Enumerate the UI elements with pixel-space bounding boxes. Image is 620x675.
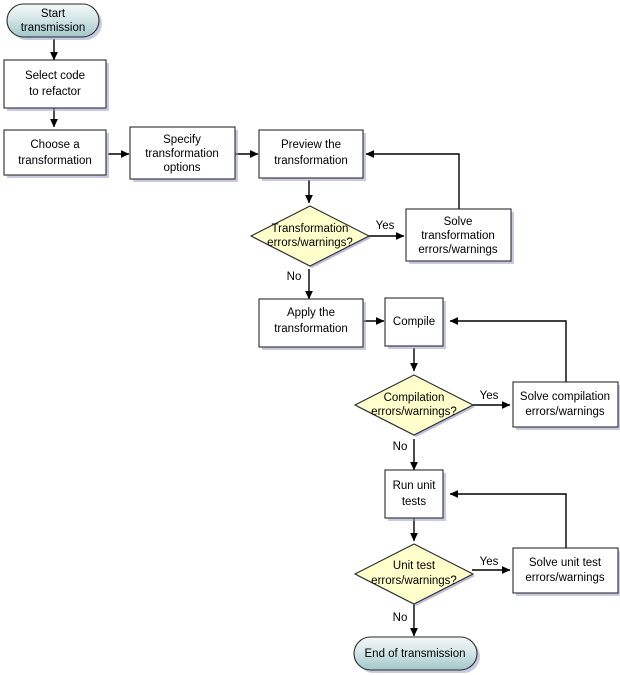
node-transformation-errors-decision[interactable]: Transformation errors/warnings? Yes No	[249, 205, 395, 283]
connector-layer	[50, 39, 567, 637]
specify-options-shape	[129, 126, 236, 180]
node-test-decision-line-0: Unit test	[393, 560, 436, 572]
node-preview-line-1: transformation	[274, 155, 348, 167]
node-solve-transform-line-2: errors/warnings	[418, 244, 497, 256]
node-specify-line-2: options	[163, 162, 200, 174]
select-code-shape	[3, 59, 107, 109]
node-preview[interactable]: Preview the transformation	[258, 129, 366, 181]
preview-shape	[258, 129, 364, 179]
edge-solve-tests-loop	[449, 490, 567, 548]
node-solve-transformation[interactable]: Solve transformation errors/warnings	[405, 208, 514, 264]
node-unit-test-errors-decision[interactable]: Unit test errors/warnings? Yes No	[353, 543, 499, 624]
edge-label-compile-yes: Yes	[480, 390, 499, 402]
node-start[interactable]: Start transmission	[6, 3, 102, 40]
edge-label-test-no: No	[393, 612, 408, 624]
node-specify-line-0: Specify	[163, 134, 201, 146]
edge-solve-transform-loop	[365, 150, 460, 209]
run-unit-tests-shape	[384, 469, 444, 519]
unit-test-errors-shape	[353, 543, 475, 605]
node-select-code-line-1: to refactor	[29, 86, 81, 98]
apply-transformation-shape	[258, 298, 364, 348]
node-solve-compile-line-1: errors/warnings	[525, 406, 604, 418]
node-compile[interactable]: Compile	[384, 297, 446, 349]
node-transform-decision-line-0: Transformation	[272, 223, 349, 235]
node-run-unit-tests[interactable]: Run unit tests	[384, 469, 446, 521]
node-transform-decision-line-1: errors/warnings?	[267, 237, 353, 249]
edge-solve-compile-loop	[449, 317, 567, 382]
node-preview-line-0: Preview the	[281, 139, 341, 151]
solve-unit-tests-shape	[512, 547, 619, 594]
node-choose-line-0: Choose a	[30, 139, 80, 151]
node-solve-tests-line-0: Solve unit test	[529, 557, 602, 569]
node-select-code[interactable]: Select code to refactor	[3, 59, 109, 111]
solve-compilation-shape	[512, 381, 619, 428]
node-choose-line-1: transformation	[18, 155, 92, 167]
edge-label-test-yes: Yes	[480, 556, 499, 568]
node-compile-decision-line-1: errors/warnings?	[371, 406, 457, 418]
edge-label-compile-no: No	[393, 441, 408, 453]
node-select-code-line-0: Select code	[25, 70, 85, 82]
node-apply-line-1: transformation	[274, 323, 348, 335]
node-choose-transformation[interactable]: Choose a transformation	[3, 129, 109, 178]
node-solve-tests-line-1: errors/warnings	[525, 572, 604, 584]
compile-shape	[384, 297, 444, 347]
solve-transformation-shape	[405, 208, 512, 262]
compilation-errors-shape	[353, 374, 475, 436]
node-compile-decision-line-0: Compilation	[384, 392, 445, 404]
node-apply-line-0: Apply the	[287, 307, 335, 319]
node-end-line-0: End of transmission	[365, 648, 466, 660]
node-apply-transformation[interactable]: Apply the transformation	[258, 298, 366, 350]
node-compile-line-0: Compile	[393, 316, 435, 328]
node-solve-compile-line-0: Solve compilation	[520, 391, 610, 403]
node-end[interactable]: End of transmission	[353, 636, 480, 673]
node-specify-line-1: transformation	[145, 148, 219, 160]
node-solve-transform-line-1: transformation	[421, 230, 495, 242]
transformation-errors-shape	[249, 205, 371, 267]
end-shape	[353, 636, 478, 671]
node-start-line-1: transmission	[21, 22, 86, 34]
node-solve-unit-tests[interactable]: Solve unit test errors/warnings	[512, 547, 620, 596]
node-solve-compilation[interactable]: Solve compilation errors/warnings	[512, 381, 620, 430]
edge-label-transform-yes: Yes	[376, 220, 395, 232]
edge-label-transform-no: No	[287, 271, 302, 283]
node-start-line-0: Start	[41, 8, 66, 20]
node-run-tests-line-1: tests	[402, 496, 427, 508]
node-solve-transform-line-0: Solve	[444, 216, 473, 228]
node-compilation-errors-decision[interactable]: Compilation errors/warnings? Yes No	[353, 374, 499, 453]
choose-transformation-shape	[3, 129, 107, 176]
node-specify-options[interactable]: Specify transformation options	[129, 126, 238, 182]
node-run-tests-line-0: Run unit	[393, 480, 437, 492]
start-shape	[6, 3, 100, 38]
node-test-decision-line-1: errors/warnings?	[371, 575, 457, 587]
